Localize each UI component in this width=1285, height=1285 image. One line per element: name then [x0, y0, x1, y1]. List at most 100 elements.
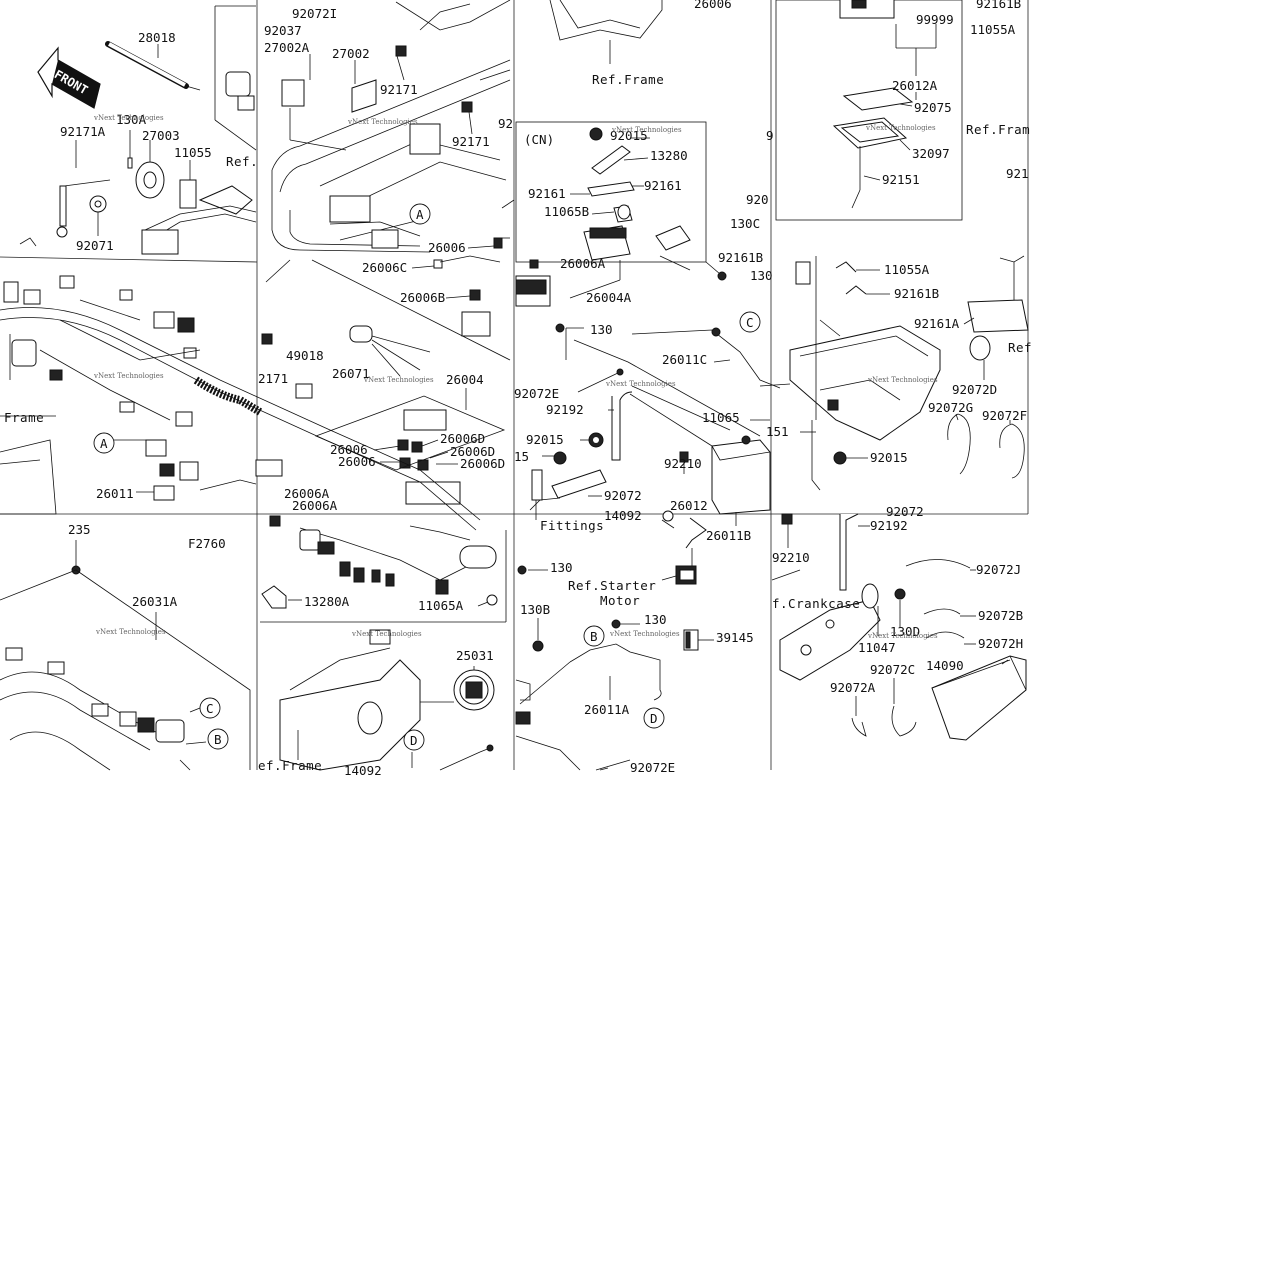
label-130B: 130B: [520, 602, 550, 617]
label-28018: 28018: [138, 30, 176, 45]
label-2171-cut: 2171: [258, 371, 288, 386]
label-92072E-b: 92072E: [630, 760, 675, 775]
label-92072I: 92072I: [292, 6, 337, 21]
svg-text:vNext Technologies: vNext Technologies: [95, 628, 166, 636]
svg-text:A: A: [100, 436, 108, 451]
main-harness-left: [0, 275, 481, 531]
label-26006A-a: 26006A: [284, 486, 330, 501]
svg-text:vNext Technologies: vNext Technologies: [93, 372, 164, 380]
label-92072D: 92072D: [952, 382, 997, 397]
label-130-d: 130: [644, 612, 667, 627]
label-92171-a: 92171: [380, 82, 418, 97]
svg-text:vNext Technologies: vNext Technologies: [347, 118, 418, 126]
label-26012: 26012: [670, 498, 708, 513]
cover-25031: [279, 629, 495, 771]
label-92072H: 92072H: [978, 636, 1023, 651]
label-26011B: 26011B: [706, 528, 751, 543]
figure-code: F2760: [188, 536, 226, 551]
svg-text:D: D: [410, 733, 418, 748]
label-26011: 26011: [96, 486, 134, 501]
label-11065: 11065: [702, 410, 740, 425]
label-26006D-a: 26006D: [440, 431, 485, 446]
circle-marker-b-2: B: [583, 625, 605, 647]
label-26006D-b: 26006D: [450, 444, 495, 459]
label-11065B: 11065B: [544, 204, 589, 219]
battery-area: [515, 259, 781, 515]
battery-box-panel: [775, 0, 963, 221]
label-92072C: 92072C: [870, 662, 915, 677]
label-26012A: 26012A: [892, 78, 938, 93]
label-92-cut: 92: [498, 116, 513, 131]
svg-text:vNext Technologies: vNext Technologies: [351, 630, 422, 638]
svg-text:D: D: [650, 711, 658, 726]
circle-marker-c-1: C: [739, 311, 761, 333]
label-151-cut: 151: [766, 424, 789, 439]
ref-starter-2: Motor: [600, 593, 640, 608]
label-26004A: 26004A: [586, 290, 632, 305]
watermarks: vNext Technologies vNext Technologies vN…: [93, 118, 938, 640]
circle-marker-b-1: B: [207, 728, 229, 750]
label-26071: 26071: [332, 366, 370, 381]
label-11055A-top: 11055A: [970, 22, 1016, 37]
label-92161B-top: 92161B: [976, 0, 1021, 11]
label-14090: 14090: [926, 658, 964, 673]
ref-frame-top: Ref.Frame: [592, 72, 664, 87]
ref-frame-left: Frame: [4, 410, 44, 425]
svg-text:vNext Technologies: vNext Technologies: [865, 124, 936, 132]
label-11055A: 11055A: [884, 262, 930, 277]
label-920-cut: 920: [746, 192, 769, 207]
ref-frame-tr: Ref: [1008, 340, 1032, 355]
label-11047: 11047: [858, 640, 896, 655]
frame-fragment-tl: [141, 5, 257, 255]
svg-text:A: A: [416, 207, 424, 222]
label-27003: 27003: [142, 128, 180, 143]
label-130-a: 130: [590, 322, 613, 337]
label-921-cut: 921: [1006, 166, 1029, 181]
label-92015-b: 92015: [526, 432, 564, 447]
label-11055: 11055: [174, 145, 212, 160]
circle-marker-d-2: D: [643, 707, 665, 729]
label-92161B: 92161B: [894, 286, 939, 301]
label-14092-b: 14092: [604, 508, 642, 523]
label-92151-a: 92151: [882, 172, 920, 187]
svg-text:vNext Technologies: vNext Technologies: [605, 380, 676, 388]
label-15-cut: 15: [514, 449, 529, 464]
label-49018: 49018: [286, 348, 324, 363]
label-11065A: 11065A: [418, 598, 464, 613]
svg-text:vNext Technologies: vNext Technologies: [363, 376, 434, 384]
label-92161-b: 92161: [644, 178, 682, 193]
ref-cut: Ref.: [226, 154, 258, 169]
label-26011A: 26011A: [584, 702, 630, 717]
label-92161B-cut: 92161B: [718, 250, 763, 265]
ref-frame-right: Ref.Fram: [966, 122, 1030, 137]
label-26004: 26004: [446, 372, 484, 387]
panel-cn: (CN): [515, 121, 727, 299]
svg-text:C: C: [746, 315, 754, 330]
label-26006-top: 26006: [694, 0, 732, 11]
label-92072-top: 92072: [886, 504, 924, 519]
label-13280A: 13280A: [304, 594, 350, 609]
label-92072G: 92072G: [928, 400, 973, 415]
label-130-cut: 130: [750, 268, 773, 283]
tray-area: [759, 255, 1029, 491]
label-130-c: 130: [550, 560, 573, 575]
label-130D: 130D: [890, 624, 920, 639]
label-92075: 92075: [914, 100, 952, 115]
horn-part: [19, 130, 253, 247]
circle-marker-a-1: A: [409, 203, 431, 225]
svg-text:vNext Technologies: vNext Technologies: [867, 376, 938, 384]
ref-crankcase: f.Crankcase: [772, 596, 860, 611]
label-27002: 27002: [332, 46, 370, 61]
label-92171-b: 92171: [452, 134, 490, 149]
leaders-tile3: [542, 328, 770, 526]
harness-26031A: [0, 540, 251, 771]
circle-marker-d-1: D: [403, 729, 425, 751]
label-32097: 32097: [912, 146, 950, 161]
starter-relay-area: [515, 497, 714, 771]
svg-text:C: C: [206, 701, 214, 716]
label-26006-c: 26006: [338, 454, 376, 469]
label-14092-a: 14092: [344, 763, 382, 778]
label-92072E-cut: 92072E: [514, 386, 559, 401]
label-92015-c: 92015: [870, 450, 908, 465]
